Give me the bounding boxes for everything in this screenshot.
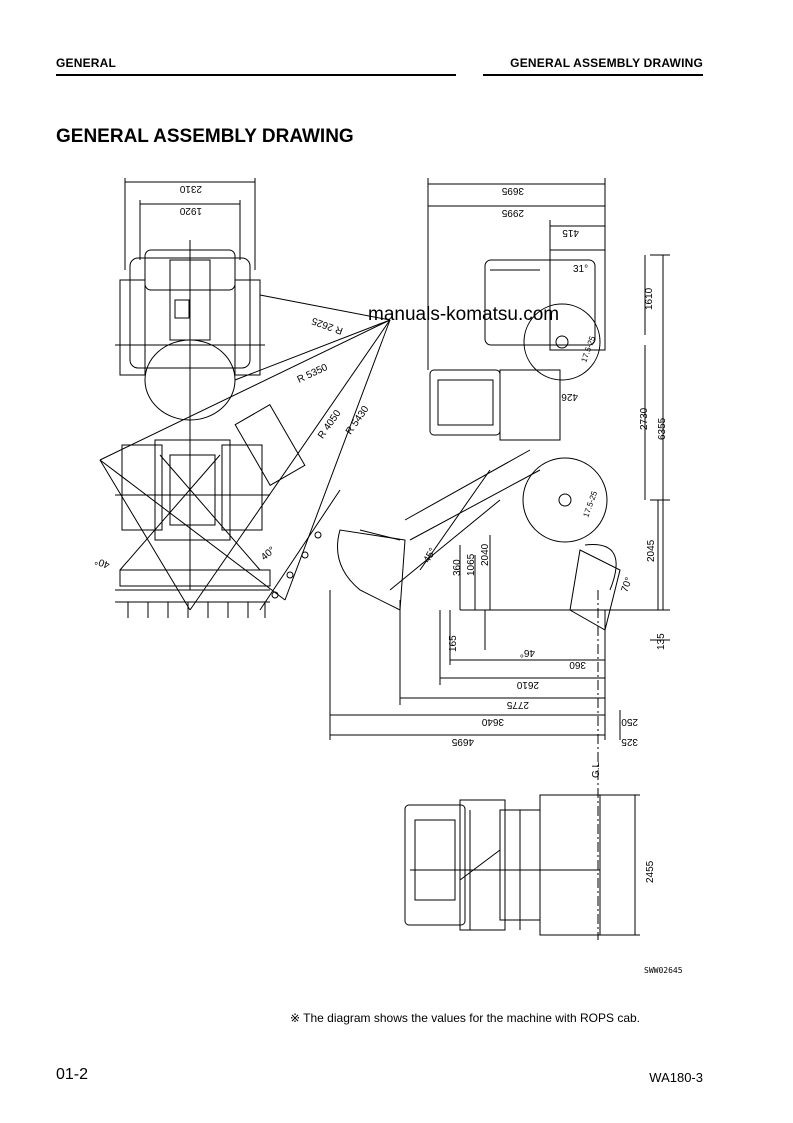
- front-view: [99, 178, 391, 618]
- dim-415: 415: [562, 227, 579, 238]
- dim-135: 135: [656, 633, 667, 650]
- dim-r5430: R 5430: [344, 404, 372, 437]
- dim-1920: 1920: [179, 205, 202, 216]
- header-rule-right: [483, 74, 703, 76]
- dim-165: 165: [448, 635, 459, 652]
- dim-1065: 1065: [466, 553, 477, 576]
- dim-325: 325: [621, 736, 638, 747]
- header-doc-title: GENERAL ASSEMBLY DRAWING: [510, 56, 703, 70]
- dim-angle-70: 70°: [620, 576, 636, 594]
- figure-code: SWW02645: [644, 966, 683, 975]
- dim-r2625: R 2625: [310, 315, 344, 337]
- dim-6355: 6355: [657, 417, 668, 440]
- dim-426: 426: [561, 391, 578, 402]
- dim-2730: 2730: [639, 407, 650, 430]
- page-number: 01-2: [56, 1066, 89, 1083]
- dim-2040: 2040: [480, 543, 491, 566]
- dim-2310: 2310: [179, 183, 202, 194]
- dim-r4050: R 4050: [316, 408, 344, 441]
- dim-2045: 2045: [646, 539, 657, 562]
- top-view: [404, 794, 640, 936]
- assembly-drawing: 2310 1920 R 2625 R 5350 R 4050 R 5430 40…: [93, 178, 670, 940]
- dim-2610: 2610: [516, 679, 539, 690]
- dim-4695: 4695: [451, 736, 474, 747]
- dim-r5350: R 5350: [296, 362, 330, 386]
- dim-angle-40-left: 40°: [93, 555, 111, 571]
- dim-angle-40-right: 40°: [259, 545, 278, 563]
- dim-2995: 2995: [501, 207, 524, 218]
- dim-250: 250: [621, 716, 638, 727]
- dim-360: 360: [569, 659, 586, 670]
- watermark: manuals-komatsu.com: [368, 304, 560, 325]
- header-rule-left: [56, 74, 456, 76]
- dim-2775: 2775: [506, 699, 529, 710]
- dim-3640: 3640: [481, 716, 504, 727]
- tire-label-rear: 17.5-25: [579, 334, 597, 363]
- header-section: GENERAL: [56, 56, 117, 70]
- dim-1610: 1610: [644, 287, 655, 310]
- dim-gl: G.L: [591, 761, 602, 778]
- dim-angle-46: 46°: [520, 647, 535, 658]
- page-title: GENERAL ASSEMBLY DRAWING: [56, 126, 354, 147]
- side-view: [329, 178, 670, 940]
- dim-360-dump: 360: [452, 559, 463, 576]
- tire-label-front: 17.5-25: [581, 489, 599, 518]
- dim-angle-31: 31°: [573, 264, 588, 275]
- dim-3695: 3695: [501, 185, 524, 196]
- model-number: WA180-3: [649, 1070, 703, 1085]
- diagram-note: ※ The diagram shows the values for the m…: [290, 1011, 640, 1025]
- dim-2455: 2455: [645, 860, 656, 883]
